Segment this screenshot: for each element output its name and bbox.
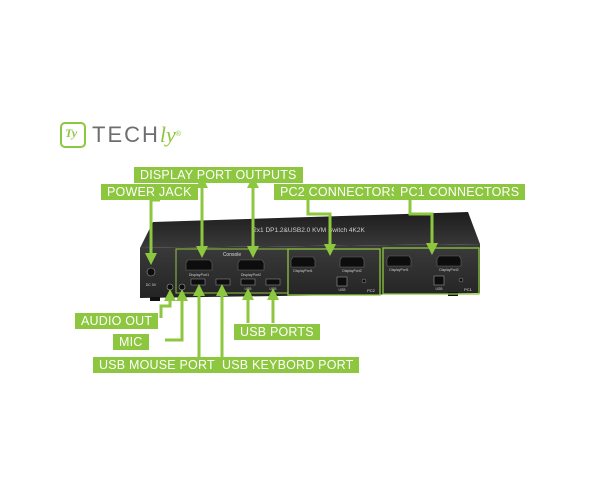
callout-usb-keyboard-port: USB KEYBORD PORT [216, 357, 360, 373]
dc-label: DC 5V [146, 283, 157, 287]
usb-keyboard-port[interactable] [215, 278, 231, 286]
callout-arrow-pc2 [306, 199, 336, 256]
pc1-usb-label: USB [436, 287, 444, 291]
logo-mark-icon: Ty [60, 122, 86, 148]
pc1-audio-jack[interactable] [458, 277, 464, 283]
audio-out-jack[interactable] [166, 283, 174, 291]
pc2-dp1-label: DisplayPort1 [293, 269, 312, 273]
power-jack[interactable] [146, 267, 156, 277]
callout-usb-ports: USB PORTS [234, 324, 320, 340]
pc1-displayport-1[interactable] [386, 255, 412, 267]
console-label: Console [223, 252, 242, 258]
pc2-usb-b-port[interactable] [336, 276, 348, 287]
pc2-usb-label: USB [339, 288, 347, 292]
callout-pc1-connectors: PC1 CONNECTORS [394, 184, 526, 200]
device-body [140, 212, 480, 301]
callout-arrow-power [145, 198, 160, 265]
model-text: 2x1 DP1.2&USB2.0 KVM Switch 4K2K [253, 227, 365, 234]
pc1-dp2-label: DisplayPort2 [439, 268, 458, 272]
callout-arrow-audio [159, 289, 176, 318]
logo-text: TECHly® [92, 122, 183, 147]
callout-display-port-outputs: DISPLAY PORT OUTPUTS [134, 167, 303, 183]
usb-port-1[interactable] [240, 278, 256, 286]
console-displayport-2[interactable] [237, 259, 265, 271]
pc2-audio-jack[interactable] [361, 278, 367, 284]
console-dp1-label: DisplayPort1 [189, 273, 209, 277]
pc2-displayport-2[interactable] [339, 256, 365, 268]
pc2-displayport-1[interactable] [290, 256, 316, 268]
callout-audio-out: AUDIO OUT [75, 313, 159, 329]
pc1-usb-b-port[interactable] [433, 275, 445, 286]
console-dp2-label: DisplayPort2 [241, 273, 261, 277]
callout-pc2-connectors: PC2 CONNECTORS [274, 184, 406, 200]
pc2-label: PC2 [367, 288, 376, 293]
console-displayport-1[interactable] [185, 259, 213, 271]
usb-port-2[interactable] [265, 278, 281, 286]
pc1-displayport-2[interactable] [436, 255, 462, 267]
pc1-label: PC1 [464, 287, 473, 292]
callout-usb-mouse-port: USB MOUSE PORT [93, 357, 221, 373]
callout-arrow-mic [165, 289, 188, 342]
usb-label: USB [245, 287, 253, 291]
callout-mic: MIC [113, 334, 149, 350]
pc2-dp2-label: DisplayPort2 [342, 269, 361, 273]
usb-label: USB [270, 287, 278, 291]
device-top [140, 212, 480, 248]
pc1-dp1-label: DisplayPort1 [389, 268, 408, 272]
callout-arrow-pc1 [408, 199, 438, 255]
callout-power-jack: POWER JACK [101, 184, 198, 200]
callout-lines [145, 176, 438, 357]
device-foot [150, 297, 160, 301]
usb-mouse-port[interactable] [190, 278, 206, 286]
mic-jack[interactable] [178, 283, 186, 291]
